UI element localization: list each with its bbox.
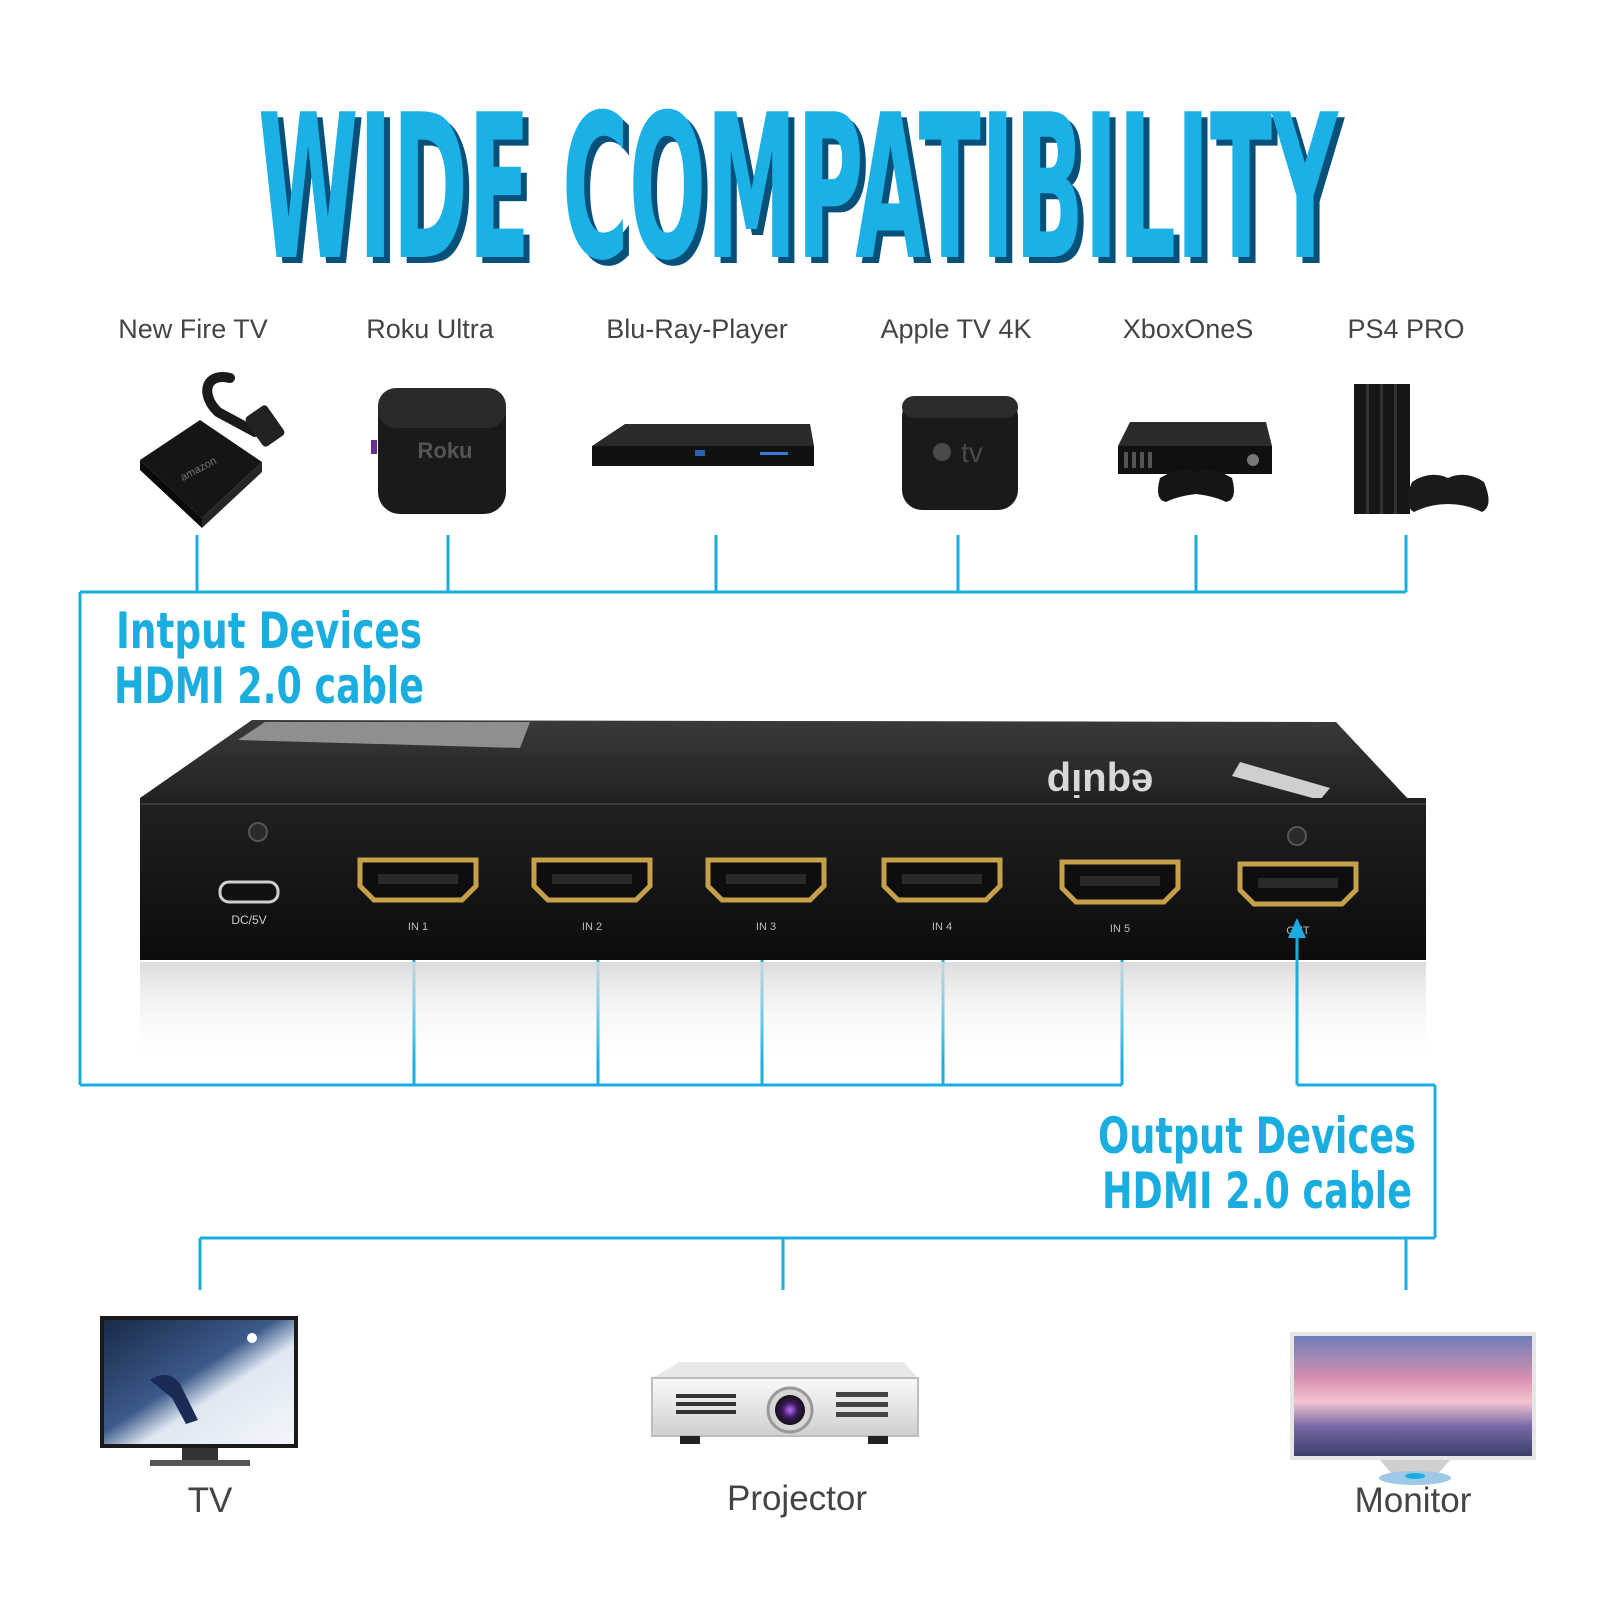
blu-ray-player-icon (592, 424, 814, 466)
xbox-console-icon (1118, 422, 1272, 502)
headline-group: WIDE COMPATIBILITY WIDE COMPATIBILITY (258, 72, 1345, 311)
roku-box-icon: Roku (371, 388, 506, 514)
power-port (218, 880, 280, 904)
screw (1287, 826, 1307, 846)
hdmi-port-in-5: IN 5 (1059, 859, 1181, 935)
output-device-label: TV (188, 1481, 233, 1520)
input-callout-line2: HDMI 2.0 cable (114, 657, 424, 715)
apple-tv-logo: tv (961, 437, 983, 468)
output-connector-lines (198, 930, 1437, 1290)
screw (248, 822, 268, 842)
hdmi-port-label: IN 3 (756, 921, 776, 933)
input-device-label: New Fire TV (118, 314, 268, 344)
input-callout-line1: Intput Devices (116, 602, 422, 660)
headline-shadow: WIDE COMPATIBILITY (264, 78, 1345, 311)
output-device-label: Projector (727, 1479, 867, 1518)
hdmi-port-label: IN 5 (1110, 923, 1130, 935)
power-label: DC/5V (231, 913, 266, 927)
hdmi-port-in-2: IN 2 (531, 857, 653, 933)
fire-tv-stick-icon: amazon (140, 372, 285, 528)
output-callout-line1: Output Devices (1098, 1107, 1416, 1165)
hdmi-port-in-1: IN 1 (357, 857, 479, 933)
monitor-icon (1290, 1332, 1536, 1485)
input-device-label: PS4 PRO (1347, 314, 1464, 344)
output-device-label: Monitor (1355, 1481, 1472, 1520)
hdmi-port-label: IN 4 (932, 921, 952, 933)
input-device-labels: New Fire TV Roku Ultra Blu-Ray-Player Ap… (118, 314, 1464, 344)
input-device-label: Blu-Ray-Player (606, 314, 788, 344)
ps4-console-icon (1354, 384, 1489, 514)
hdmi-ports: IN 1 IN 2 IN 3 IN 4 IN 5 OUT (357, 857, 1359, 937)
output-callout: Output Devices HDMI 2.0 cable (1098, 1107, 1416, 1220)
input-device-label: XboxOneS (1123, 314, 1254, 344)
input-device-label: Apple TV 4K (880, 314, 1031, 344)
apple-tv-icon: tv (902, 396, 1018, 510)
input-device-label: Roku Ultra (366, 314, 495, 344)
hdmi-port-in-4: IN 4 (881, 857, 1003, 933)
input-callout: Intput Devices HDMI 2.0 cable (114, 602, 424, 715)
hdmi-port-label: IN 2 (582, 921, 602, 933)
output-callout-line2: HDMI 2.0 cable (1102, 1162, 1412, 1220)
output-device-labels: TV Projector Monitor (188, 1479, 1472, 1520)
tv-icon (100, 1316, 298, 1466)
output-arrowhead (1288, 918, 1306, 938)
switch-brand: equip (1047, 761, 1154, 805)
projector-icon (651, 1362, 919, 1444)
headline: WIDE COMPATIBILITY (258, 72, 1339, 305)
hdmi-port-label: IN 1 (408, 921, 428, 933)
roku-logo: Roku (418, 438, 473, 463)
hdmi-port-in-3: IN 3 (705, 857, 827, 933)
